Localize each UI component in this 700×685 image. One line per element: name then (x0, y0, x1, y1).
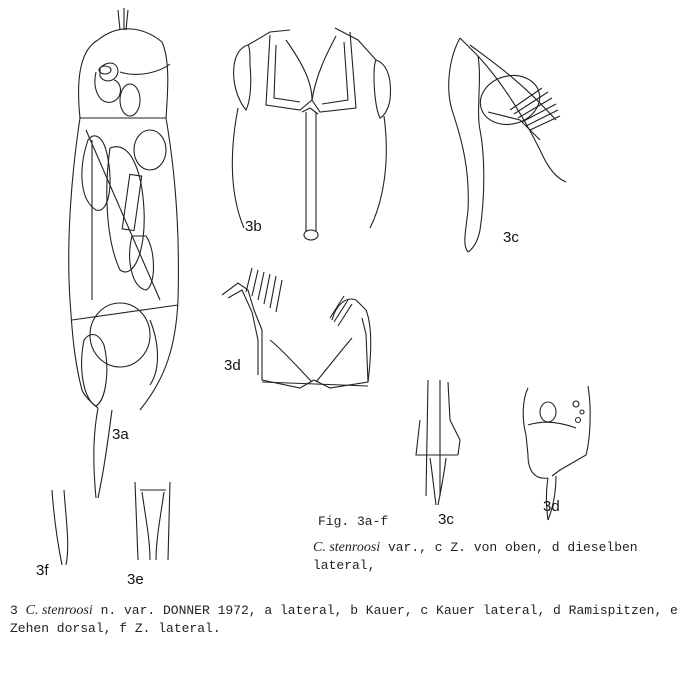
panel-label-3e: 3e (127, 571, 144, 588)
main-caption-number: 3 (10, 603, 26, 618)
panel-label-3b: 3b (245, 218, 262, 235)
main-caption-text: n. var. DONNER 1972, a lateral, b Kauer,… (10, 603, 678, 636)
drawing-3c-toes-above (415, 379, 461, 506)
panel-label-3d: 3d (224, 357, 241, 374)
side-caption-text: var., c Z. von oben, d dieselben lateral… (313, 540, 638, 573)
side-caption-species: C. stenroosi (313, 540, 381, 555)
drawing-3f-toes-lateral (51, 489, 69, 566)
main-caption-species: C. stenroosi (25, 603, 93, 618)
drawing-3b-trophi (231, 27, 392, 241)
figure-caption: Fig. 3a-f (318, 514, 389, 529)
panel-label-3d-detail: 3d (543, 498, 560, 515)
drawing-3e-toes-dorsal (134, 481, 171, 561)
drawing-3a-body-lateral (68, 8, 179, 499)
side-caption: C. stenroosi var., c Z. von oben, d dies… (313, 539, 693, 575)
main-caption: 3 C. stenroosi n. var. DONNER 1972, a la… (10, 602, 690, 638)
panel-label-3f: 3f (36, 562, 49, 579)
drawing-3c-trophi-lateral (448, 37, 567, 253)
panel-label-3c-detail: 3c (438, 511, 454, 528)
drawing-3d-rami (221, 267, 372, 389)
panel-label-3c: 3c (503, 229, 519, 246)
panel-label-3a: 3a (112, 426, 129, 443)
drawing-3d-toes-lateral (522, 385, 591, 521)
